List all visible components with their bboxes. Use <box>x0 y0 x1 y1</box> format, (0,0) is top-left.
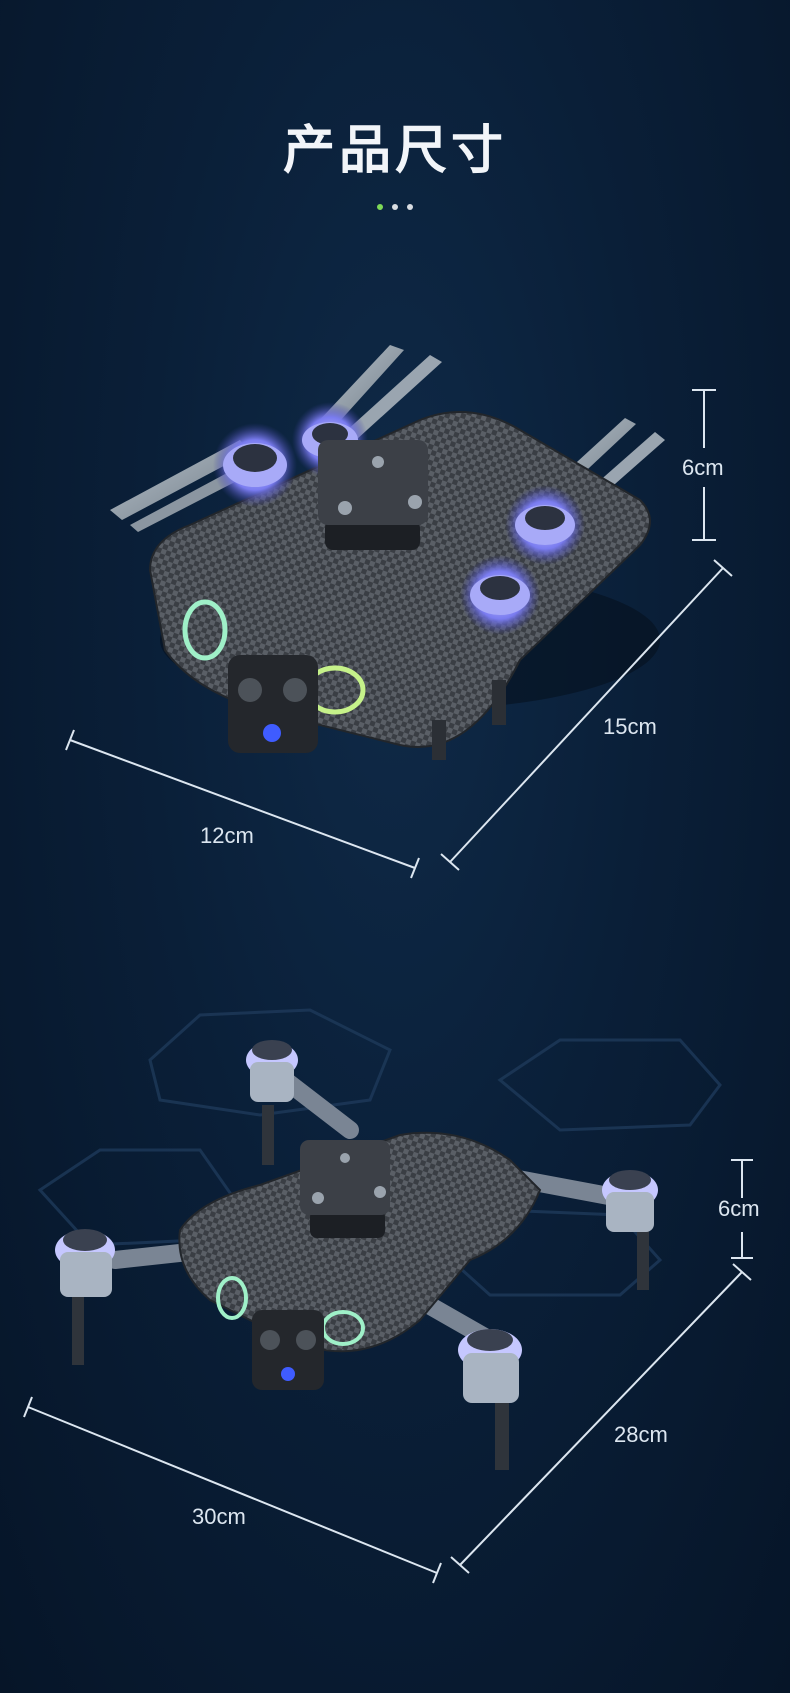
motor-rear-right <box>602 1170 658 1232</box>
front-camera <box>228 655 318 753</box>
landing-leg <box>432 720 446 760</box>
dot-active <box>377 204 383 210</box>
dot <box>407 204 413 210</box>
front-light-left <box>216 1276 248 1320</box>
top-camera <box>300 1140 390 1238</box>
title-dots <box>0 204 790 210</box>
front-light-left <box>182 599 228 661</box>
dimension-lines <box>65 389 733 879</box>
page-title: 产品尺寸 <box>282 121 507 181</box>
motor-front-left <box>246 1040 298 1102</box>
top-camera <box>318 440 428 550</box>
unfolded-height-label: 6cm <box>718 1196 760 1221</box>
folded-drone-illustration <box>65 345 733 879</box>
unfolded-drone-view: 6cm 28cm 30cm <box>0 900 790 1693</box>
motor-led-front <box>460 555 540 635</box>
dimension-lines <box>23 1159 753 1584</box>
motor-led-right <box>505 485 585 565</box>
motor-front-right <box>458 1329 522 1403</box>
folded-length-label: 15cm <box>603 714 657 739</box>
landing-leg <box>492 680 506 725</box>
dot <box>392 204 398 210</box>
folded-width-label: 12cm <box>200 823 254 848</box>
unfolded-drone-illustration <box>23 1008 753 1584</box>
motor-led-left <box>213 423 297 507</box>
unfolded-width-label: 30cm <box>192 1504 246 1529</box>
folded-height-label: 6cm <box>682 455 724 480</box>
folded-drone-view: 6cm 15cm 12cm <box>65 345 733 879</box>
front-camera <box>252 1310 324 1390</box>
motor-rear-left <box>55 1229 115 1297</box>
unfolded-length-label: 28cm <box>614 1422 668 1447</box>
